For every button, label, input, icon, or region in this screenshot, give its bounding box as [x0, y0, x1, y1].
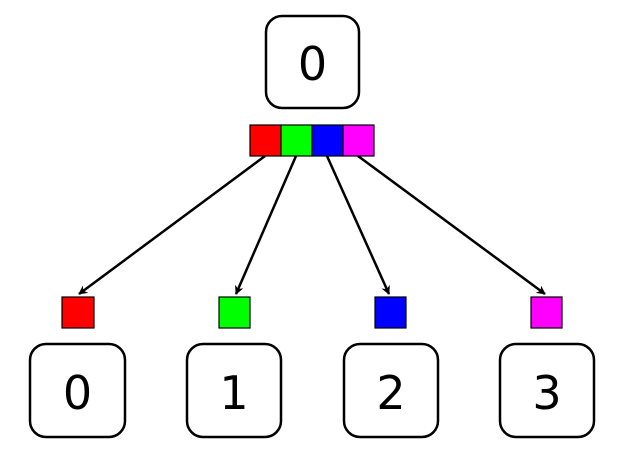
child-node-box-1	[185, 342, 283, 439]
root-slot-2	[311, 124, 344, 157]
root-slot-3	[342, 124, 375, 157]
arrow-to-child-3	[357, 154, 546, 296]
root-slot-1	[280, 124, 313, 157]
root-slot-bar	[249, 124, 375, 157]
root-node-label: 0	[298, 37, 327, 91]
child-node-1: 1	[185, 296, 283, 439]
arrow-to-child-2	[325, 155, 391, 295]
child-node-label-2: 2	[376, 366, 405, 420]
child-swatch-1	[218, 296, 251, 329]
child-node-box-3	[498, 342, 596, 439]
child-swatch-0	[61, 296, 95, 329]
child-node-box-2	[342, 342, 440, 439]
edges	[78, 154, 546, 296]
child-node-3: 3	[498, 296, 596, 439]
child-swatch-3	[530, 296, 563, 329]
child-node-label-3: 3	[532, 366, 561, 420]
child-node-2: 2	[342, 296, 440, 439]
child-node-0: 0	[28, 296, 127, 439]
child-swatch-2	[374, 296, 407, 329]
child-node-label-0: 0	[63, 366, 92, 420]
child-node-box-0	[28, 342, 127, 439]
arrow-to-child-1	[234, 155, 298, 295]
root-slot-0	[249, 124, 282, 157]
root-node-box	[264, 14, 361, 110]
arrow-to-child-0	[78, 154, 266, 296]
child-node-label-1: 1	[219, 366, 248, 420]
root-node: 0	[264, 14, 361, 110]
